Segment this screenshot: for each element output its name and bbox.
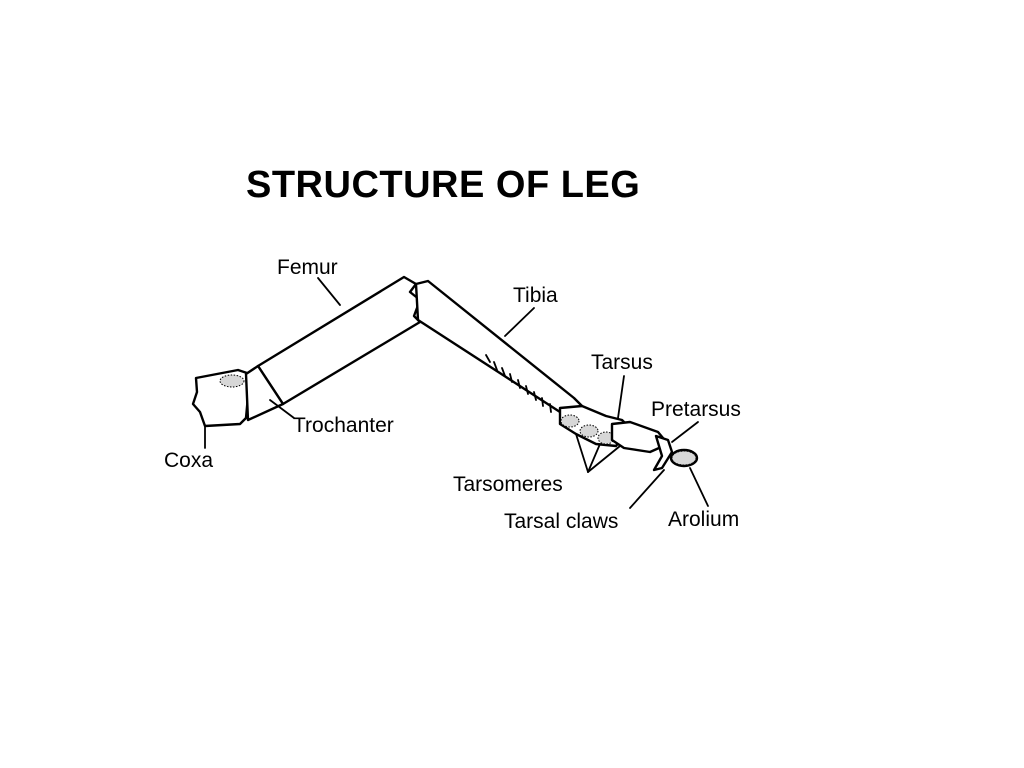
tarsomeres-leader-1: [575, 433, 589, 473]
label-femur: Femur: [277, 256, 338, 279]
label-trochanter: Trochanter: [293, 414, 394, 437]
coxa-texture: [219, 374, 245, 388]
arolium-leader: [689, 467, 709, 507]
label-arolium: Arolium: [668, 508, 739, 531]
trochanter-leader: [269, 399, 295, 419]
arolium-outline: [669, 448, 699, 468]
femur-segment: [256, 275, 422, 406]
diagram-title: STRUCTURE OF LEG: [246, 164, 641, 206]
tarsomere-pad-1: [560, 414, 580, 428]
label-tarsomeres: Tarsomeres: [453, 473, 563, 496]
tarsus-leader: [617, 375, 625, 419]
label-coxa: Coxa: [164, 449, 213, 472]
trochanter-segment: [244, 364, 285, 422]
tibia-leader: [504, 307, 535, 337]
tibial-spines: [485, 354, 552, 413]
label-pretarsus: Pretarsus: [651, 398, 741, 421]
label-tarsus: Tarsus: [591, 351, 653, 374]
tarsal-claws-shape: [652, 434, 674, 472]
femur-leader: [317, 277, 341, 306]
tarsal-claws-leader: [629, 469, 665, 509]
label-tarsal-claws: Tarsal claws: [504, 510, 618, 533]
label-tibia: Tibia: [513, 284, 558, 307]
tarsomeres-leader-2: [587, 443, 601, 473]
pretarsus-leader: [671, 421, 699, 443]
tarsomere-pad-2: [579, 424, 599, 438]
leader-lines: [204, 277, 709, 509]
tarsomeres-leader-3: [587, 445, 621, 473]
